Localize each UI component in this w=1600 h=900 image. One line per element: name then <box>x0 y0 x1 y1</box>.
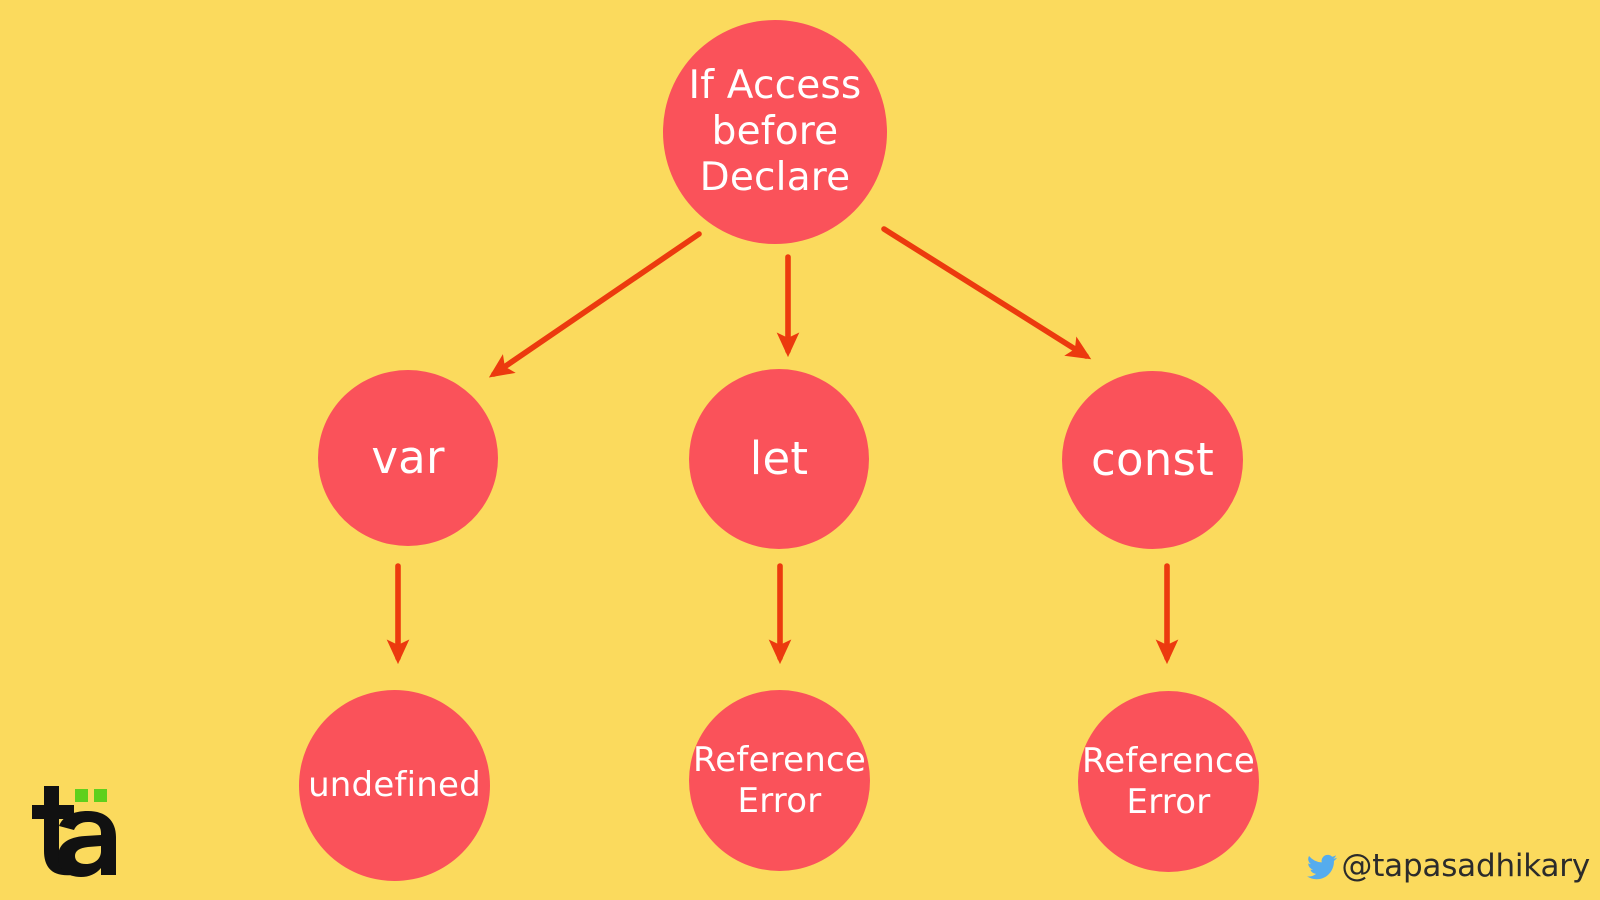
twitter-handle-text: @tapasadhikary <box>1341 848 1590 884</box>
edge-root-to-const <box>881 226 1092 360</box>
edge-root-to-var <box>488 231 702 378</box>
node-label: undefined <box>308 765 481 806</box>
node-label: If Access before Declare <box>688 62 862 200</box>
node-label: var <box>371 431 445 485</box>
node-label: Reference Error <box>692 740 866 821</box>
node-reference-error-const[interactable]: Reference Error <box>1078 691 1259 872</box>
node-var[interactable]: var <box>318 370 498 546</box>
node-reference-error-let[interactable]: Reference Error <box>689 690 870 871</box>
node-let[interactable]: let <box>689 369 869 549</box>
node-label: Reference Error <box>1081 741 1255 822</box>
node-undefined[interactable]: undefined <box>299 690 490 881</box>
twitter-bird-icon <box>1307 854 1338 879</box>
brand-logo-ta-icon <box>32 786 116 877</box>
node-if-access-before-declare[interactable]: If Access before Declare <box>663 20 887 244</box>
node-label: const <box>1091 433 1214 487</box>
node-label: let <box>749 432 809 486</box>
twitter-handle[interactable]: @tapasadhikary <box>1305 851 1590 882</box>
node-const[interactable]: const <box>1062 371 1243 549</box>
